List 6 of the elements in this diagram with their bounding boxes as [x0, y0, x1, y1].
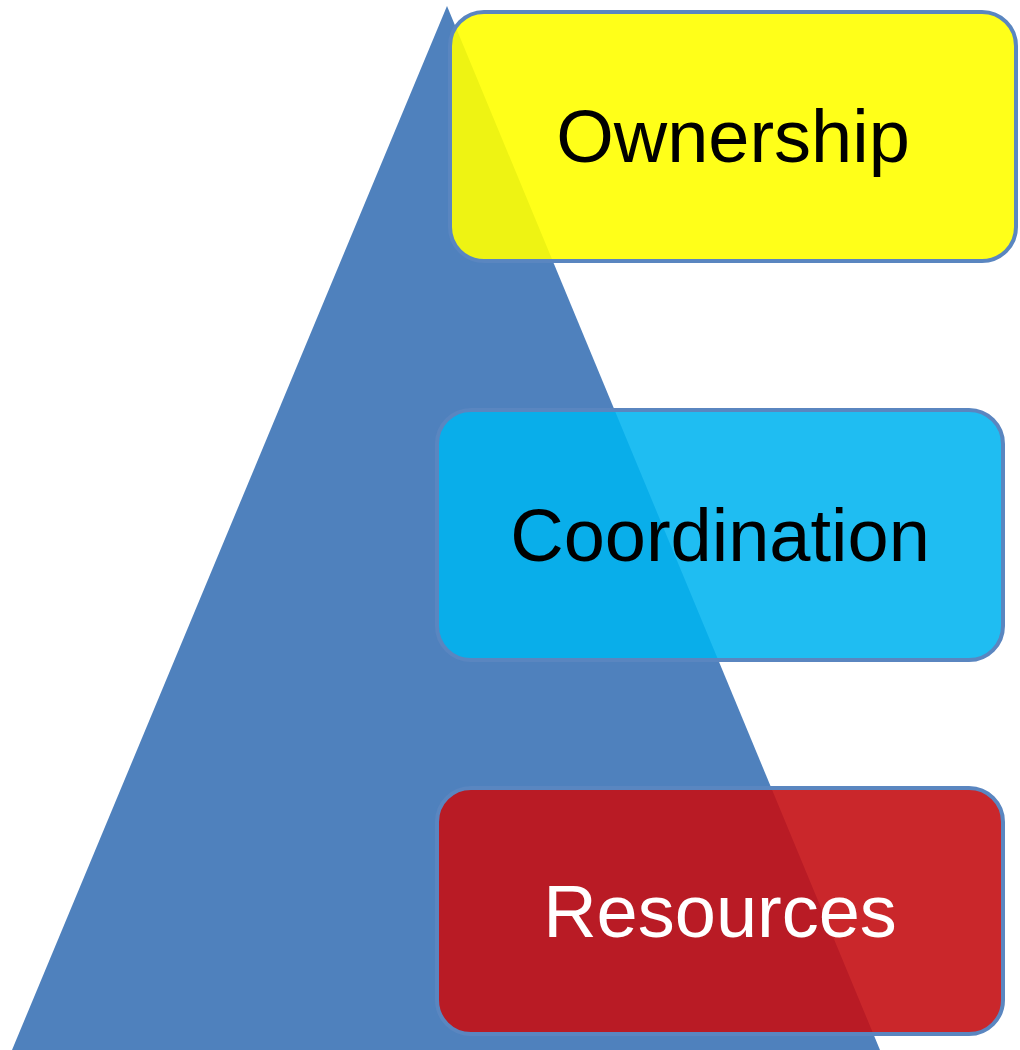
resources-box — [435, 786, 1005, 1036]
box-label: Resources — [543, 868, 897, 954]
coordination-box — [435, 408, 1005, 662]
box-label: Ownership — [556, 94, 910, 179]
box-label: Coordination — [510, 492, 930, 578]
ownership-box — [448, 10, 1018, 263]
